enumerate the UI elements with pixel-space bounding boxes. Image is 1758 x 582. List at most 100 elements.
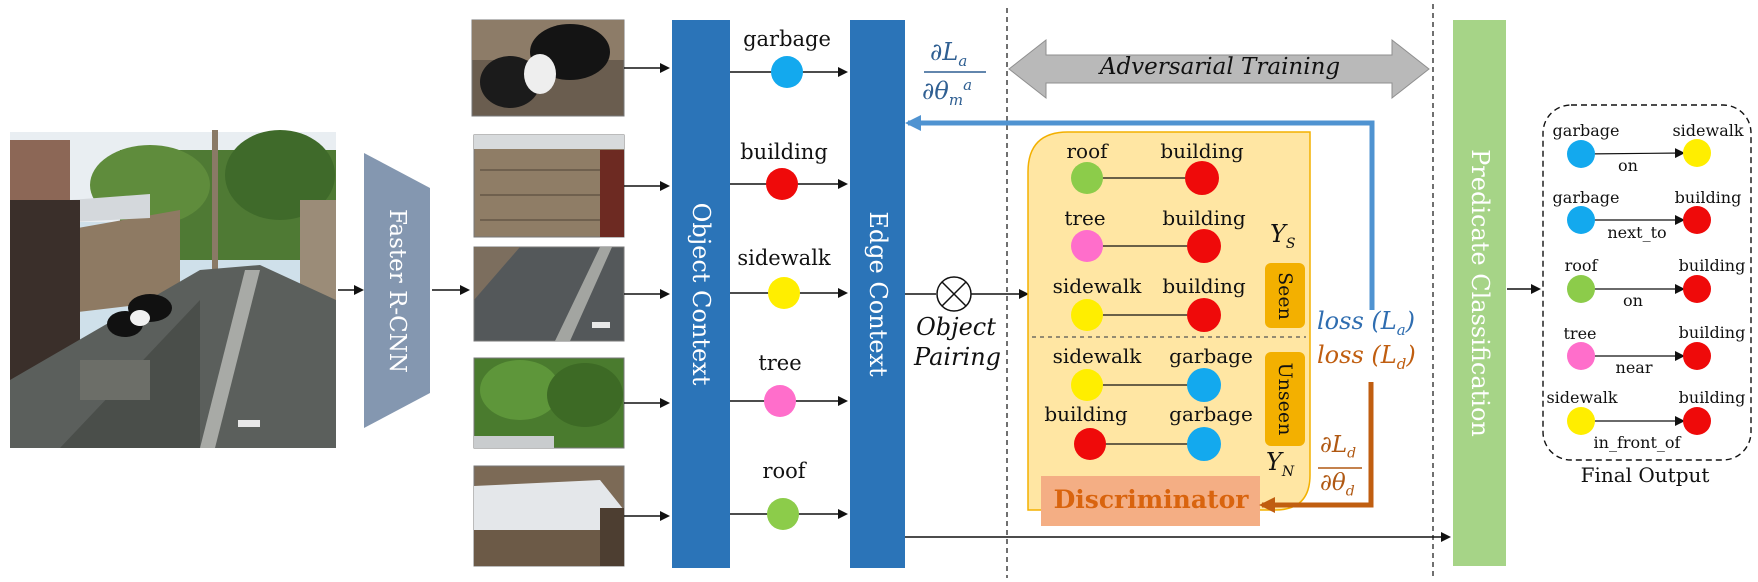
gradient-la-arrow <box>905 115 1375 310</box>
final-5-object: building <box>1678 388 1746 407</box>
pair-unseen-2-object: garbage <box>1169 402 1253 426</box>
crop-tree <box>473 357 625 449</box>
node-roof <box>767 498 799 530</box>
gradient-a-numerator: ∂La <box>930 38 968 70</box>
gradient-d-numerator: ∂Ld <box>1320 432 1357 462</box>
pair-seen-3-object: building <box>1162 274 1246 298</box>
faster-rcnn-block <box>364 153 430 428</box>
unseen-tag-label-wrap: Unseen <box>1265 352 1305 446</box>
final-subject-roof <box>1567 275 1595 303</box>
pair-unseen-1-subject: sidewalk <box>1052 344 1142 368</box>
final-5-predicate: in_front_of <box>1593 433 1681 452</box>
node-label-sidewalk: sidewalk <box>737 246 831 270</box>
predicate-classification-block <box>1453 20 1506 566</box>
node-label-tree: tree <box>758 351 802 375</box>
final-3-predicate: on <box>1623 291 1643 310</box>
pair-roof-node <box>1071 162 1103 194</box>
adversarial-training-arrow <box>1008 38 1430 100</box>
final-output-label: Final Output <box>1580 463 1710 487</box>
node-label-garbage: garbage <box>743 27 831 51</box>
object-context-block <box>672 20 730 568</box>
pair-sidewalk-node <box>1071 299 1103 331</box>
final-1-object: sidewalk <box>1672 121 1744 140</box>
node-building <box>766 168 798 200</box>
pair-building-node <box>1185 161 1219 195</box>
pair-garbage-node <box>1187 368 1221 402</box>
final-object-building <box>1683 206 1711 234</box>
final-1-subject: garbage <box>1552 121 1620 140</box>
final-subject-sidewalk <box>1567 407 1595 435</box>
pair-seen-1-subject: roof <box>1066 139 1108 163</box>
final-output-box <box>1542 104 1752 461</box>
edge-context-label: Edge Context <box>863 211 892 377</box>
edge-context-block <box>850 20 905 568</box>
loss-ld-label: loss (Ld) <box>1317 341 1416 373</box>
node-tree <box>764 385 796 417</box>
arrows-crops-to-object-context <box>624 63 670 521</box>
node-garbage <box>771 56 803 88</box>
pair-unseen-2-subject: building <box>1044 402 1128 426</box>
final-3-object: building <box>1678 256 1746 275</box>
predicate-classification-label: Predicate Classification <box>1465 149 1494 437</box>
node-label-building: building <box>740 140 828 164</box>
final-4-predicate: near <box>1615 358 1653 377</box>
pair-tree-node <box>1071 230 1103 262</box>
loss-la-label: loss (La) <box>1317 307 1416 339</box>
pair-unseen-1-object: garbage <box>1169 344 1253 368</box>
pair-garbage-node <box>1187 427 1221 461</box>
pair-sidewalk-node <box>1071 369 1103 401</box>
final-object-building <box>1683 407 1711 435</box>
final-object-sidewalk <box>1683 139 1711 167</box>
final-object-building <box>1683 275 1711 303</box>
discriminator-label: Discriminator <box>1053 485 1249 514</box>
pair-building-node <box>1187 229 1221 263</box>
adversarial-training-label: Adversarial Training <box>1099 54 1341 80</box>
gradient-a-denominator: ∂θma <box>922 76 973 109</box>
object-nodes <box>730 56 848 530</box>
input-scene-image <box>10 130 336 448</box>
final-2-predicate: next_to <box>1607 223 1667 242</box>
object-pairing-label: Object Pairing <box>914 313 1002 371</box>
crop-building <box>473 134 625 238</box>
predicate-label-wrap: Predicate Classification <box>1453 20 1506 566</box>
crop-sidewalk <box>473 246 625 342</box>
crop-garbage <box>471 19 625 117</box>
pair-seen-2-subject: tree <box>1064 206 1106 230</box>
faster-rcnn-label: Faster R-CNN <box>384 208 410 373</box>
object-context-label-wrap: Object Context <box>672 20 730 568</box>
edge-context-label-wrap: Edge Context <box>850 20 905 568</box>
object-pairing-symbol <box>905 276 1029 312</box>
crop-roof <box>473 465 625 567</box>
gradient-ld-arrow <box>1259 382 1374 513</box>
seen-tag-label: Seen <box>1274 271 1296 320</box>
final-3-subject: roof <box>1564 256 1598 275</box>
seen-set-label: YS <box>1270 220 1296 252</box>
unseen-tag-label: Unseen <box>1274 362 1296 436</box>
pair-building-node <box>1074 428 1106 460</box>
pair-seen-1-object: building <box>1160 139 1244 163</box>
unseen-set-label: YN <box>1266 448 1295 480</box>
pair-building-node <box>1187 298 1221 332</box>
pair-seen-2-object: building <box>1162 206 1246 230</box>
final-object-building <box>1683 342 1711 370</box>
object-context-label: Object Context <box>687 202 715 386</box>
seen-tag-label-wrap: Seen <box>1265 263 1305 328</box>
gradient-d-denominator: ∂θd <box>1320 470 1355 500</box>
unseen-tag <box>1265 352 1305 446</box>
node-sidewalk <box>768 277 800 309</box>
final-subject-garbage <box>1567 140 1595 168</box>
final-subject-garbage <box>1567 206 1595 234</box>
faster-rcnn-label-wrap: Faster R-CNN <box>364 188 430 393</box>
final-5-subject: sidewalk <box>1546 388 1618 407</box>
pair-rows <box>1071 161 1221 461</box>
final-2-object: building <box>1674 188 1742 207</box>
seen-tag <box>1265 263 1305 328</box>
node-label-roof: roof <box>762 459 806 483</box>
discriminator-block <box>1041 476 1260 526</box>
pair-seen-3-subject: sidewalk <box>1052 274 1142 298</box>
final-subject-tree <box>1567 342 1595 370</box>
final-2-subject: garbage <box>1552 188 1620 207</box>
final-4-object: building <box>1678 323 1746 342</box>
